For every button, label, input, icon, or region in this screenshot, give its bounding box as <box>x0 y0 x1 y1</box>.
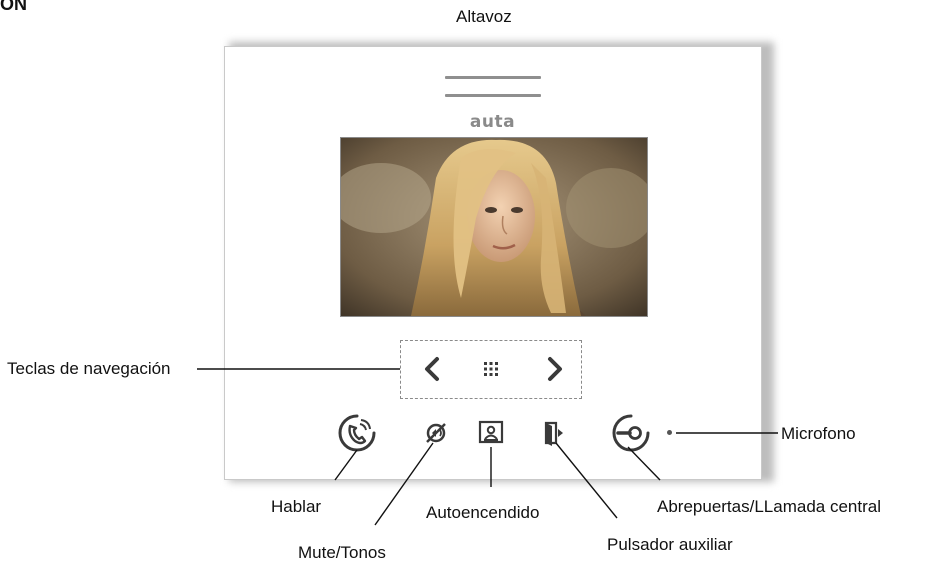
navigation-keys-panel <box>400 340 582 399</box>
menu-grid-icon[interactable] <box>483 361 499 377</box>
speaker-grille-top <box>445 76 541 79</box>
video-image <box>341 138 647 316</box>
section-heading: ON <box>0 0 27 14</box>
brand-logo: auta <box>469 112 516 132</box>
auto-on-label: Autoencendido <box>426 503 540 522</box>
auto-on-icon[interactable] <box>478 420 504 446</box>
talk-handset-icon[interactable] <box>337 413 377 453</box>
speaker-label: Altavoz <box>456 7 512 26</box>
microphone-dot <box>667 430 672 435</box>
navigation-keys-label: Teclas de navegación <box>7 359 171 378</box>
chevron-right-icon[interactable] <box>545 356 565 382</box>
video-screen <box>340 137 648 317</box>
speaker-grille-bottom <box>445 94 541 97</box>
mute-tones-label: Mute/Tonos <box>298 543 386 562</box>
aux-button-label: Pulsador auxiliar <box>607 535 733 554</box>
talk-label: Hablar <box>271 497 322 516</box>
door-key-icon[interactable] <box>608 413 650 453</box>
chevron-left-icon[interactable] <box>422 356 442 382</box>
mute-icon[interactable] <box>423 420 449 446</box>
door-opener-label: Abrepuertas/LLamada central <box>657 497 881 516</box>
microphone-label: Microfono <box>781 424 856 443</box>
aux-door-icon[interactable] <box>542 420 568 446</box>
